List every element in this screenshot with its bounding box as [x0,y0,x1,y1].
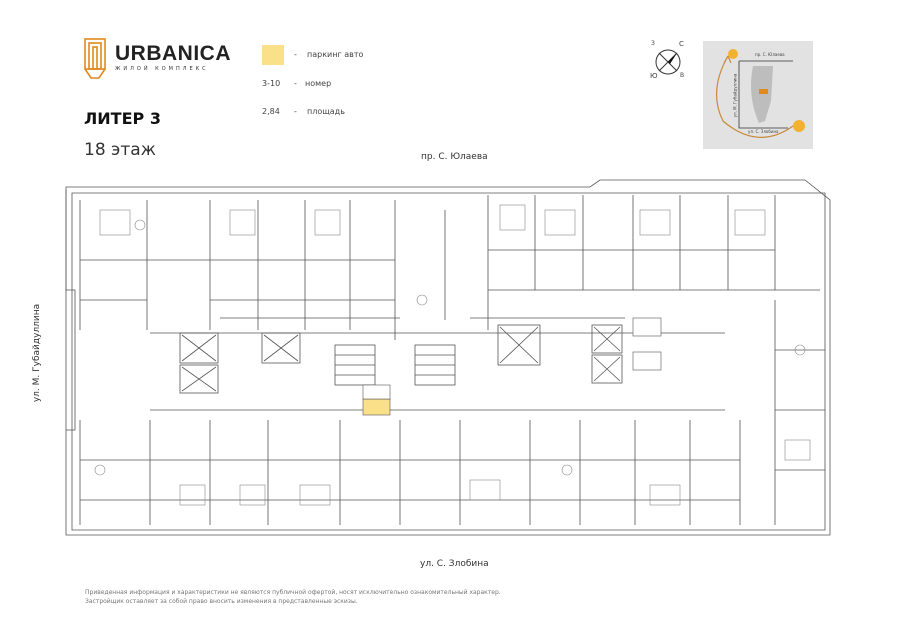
parking-space [362,384,391,400]
legend-dash: - [294,79,297,88]
compass-n: С [679,40,684,48]
compass-w: З [651,40,655,47]
parking-space [632,317,662,337]
compass-icon: З С Ю В [648,40,688,82]
disclaimer: Приведенная информация и характеристики … [85,588,505,606]
legend-area-label: площадь [307,107,345,116]
site-minimap: пр. С. Юлаева ул. С. Злобина ул. М. Губа… [703,41,813,149]
liter-title: ЛИТЕР 3 [84,109,161,128]
parking-swatch [262,45,284,65]
legend-dash: - [294,107,297,116]
legend-dash: - [294,50,297,59]
legend-parking-label: паркинг авто [307,50,364,59]
sun-icon [793,120,805,132]
legend-number-label: номер [305,79,332,88]
legend-number-key: 3-10 [262,79,281,88]
street-bottom: ул. С. Злобина [420,559,489,569]
brand-subtitle: ЖИЛОЙ КОМПЛЕКС [115,66,209,72]
brand-name: URBANICA [115,42,231,65]
parking-space-highlighted [362,398,391,416]
disclaimer-line: Застройщик оставляет за собой право внос… [85,598,358,605]
legend-area-key: 2,84 [262,107,280,116]
floor-title: 18 этаж [84,140,157,160]
minimap-bottom-street: ул. С. Злобина [748,129,779,134]
minimap-top-street: пр. С. Юлаева [755,52,785,57]
disclaimer-line: Приведенная информация и характеристики … [85,589,501,596]
compass-s: Ю [650,72,658,80]
compass-e: В [680,72,685,79]
street-top: пр. С. Юлаева [421,152,488,162]
parking-space [632,351,662,371]
sun-icon [728,49,738,59]
urbanica-logo-icon [84,38,106,79]
